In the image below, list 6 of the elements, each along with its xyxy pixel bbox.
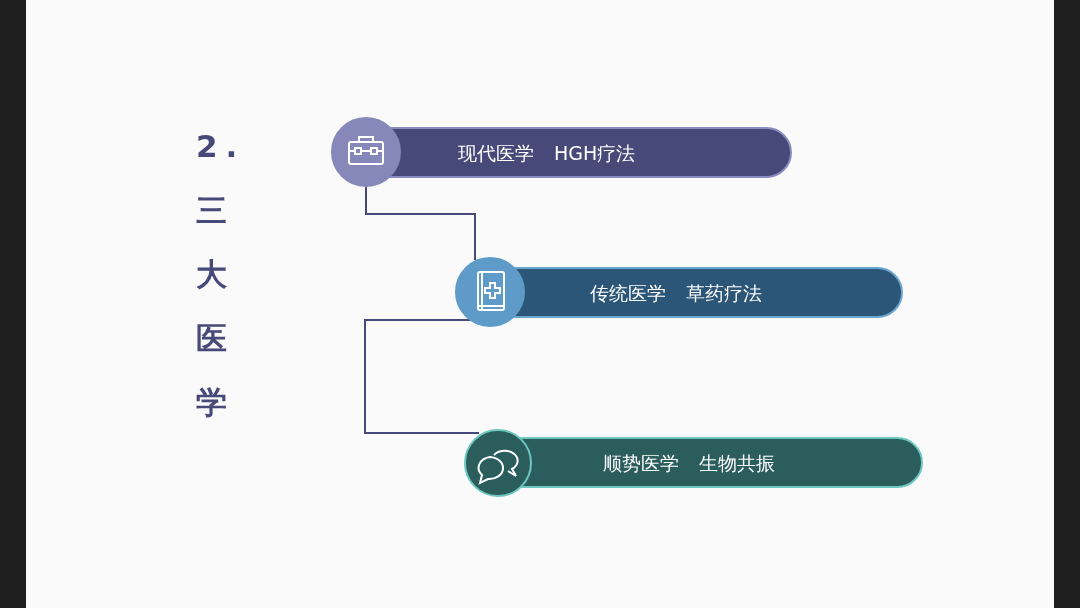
slide-title: 2.三大医学: [196, 127, 232, 422]
connector-line: [365, 186, 476, 261]
bar-label: 传统医学 草药疗法: [590, 280, 763, 305]
connector-line: [364, 319, 480, 434]
bar-label: 现代医学 HGH疗法: [458, 140, 636, 165]
bar-label: 顺势医学 生物共振: [603, 450, 776, 475]
